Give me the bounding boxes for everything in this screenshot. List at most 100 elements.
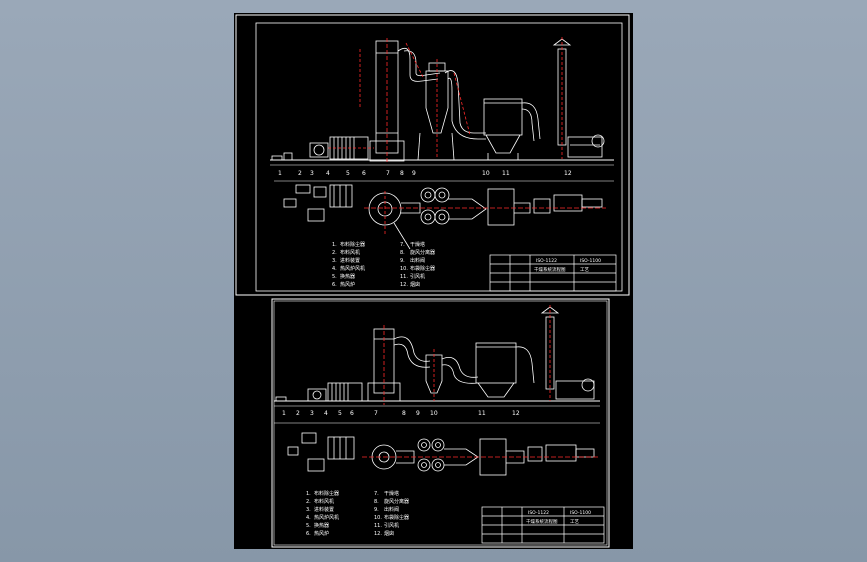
upper-frame-inner xyxy=(255,22,623,292)
callout: 2 xyxy=(296,410,300,417)
legend-num: 4. xyxy=(306,515,311,521)
legend-text: 布料除尘器 xyxy=(314,490,339,497)
title-block-code-a: ISO-1122 xyxy=(536,258,557,264)
legend-num: 6. xyxy=(306,531,311,537)
legend-num: 2. xyxy=(306,499,311,505)
lower-cyclone xyxy=(425,349,443,401)
legend-num: 4. xyxy=(332,266,337,272)
legend-num: 5. xyxy=(306,523,311,529)
legend-num: 12. xyxy=(400,282,408,288)
legend-text: 干燥塔 xyxy=(384,490,399,497)
upper-plan-view xyxy=(274,180,614,250)
legend-num: 12. xyxy=(374,531,382,537)
legend-num: 10. xyxy=(374,515,382,521)
legend-num: 11. xyxy=(374,523,382,529)
legend-text: 出料阀 xyxy=(384,506,399,513)
callout: 2 xyxy=(298,170,302,177)
callout: 7 xyxy=(374,410,378,417)
legend-text: 热风炉风机 xyxy=(314,514,339,521)
upper-baghouse xyxy=(483,98,541,160)
callout: 9 xyxy=(416,410,420,417)
legend-text: 引风机 xyxy=(384,522,399,529)
legend-num: 7. xyxy=(374,491,379,497)
legend-num: 1. xyxy=(306,491,311,497)
lower-duct-2 xyxy=(441,356,479,384)
callout: 3 xyxy=(310,410,314,417)
callout: 10 xyxy=(482,170,490,177)
drawing-upper: 1 2 3 4 5 6 7 8 9 10 11 12 xyxy=(235,14,630,296)
legend-num: 8. xyxy=(400,250,405,256)
legend-text: 烟囱 xyxy=(384,530,394,537)
callout: 7 xyxy=(386,170,390,177)
callout: 4 xyxy=(326,170,330,177)
upper-title-block: ISO-1122 ISO-1100 干燥系统流程图 工艺 xyxy=(489,254,617,292)
legend-text: 旋风分离器 xyxy=(410,249,435,256)
upper-cyclone xyxy=(417,59,455,161)
callout: 11 xyxy=(502,170,510,177)
legend-text: 进料装置 xyxy=(314,506,334,513)
legend-num: 9. xyxy=(374,507,379,513)
lower-drying-tower xyxy=(367,325,401,405)
callout: 9 xyxy=(412,170,416,177)
legend-text: 布袋除尘器 xyxy=(384,514,409,521)
title-block-unit: 工艺 xyxy=(570,519,579,525)
legend-num: 9. xyxy=(400,258,405,264)
legend-text: 换热器 xyxy=(340,273,355,280)
callout: 10 xyxy=(430,410,438,417)
legend-text: 热风炉 xyxy=(340,281,355,288)
upper-heat-exchanger xyxy=(271,136,374,161)
callout: 6 xyxy=(350,410,354,417)
legend-text: 干燥塔 xyxy=(410,241,425,248)
legend-text: 烟囱 xyxy=(410,281,420,288)
upper-callout-row: 1 2 3 4 5 6 7 8 9 10 11 12 xyxy=(278,170,572,177)
legend-num: 6. xyxy=(332,282,337,288)
callout: 4 xyxy=(324,410,328,417)
title-block-code-b: ISO-1100 xyxy=(570,510,591,516)
lower-duct-1 xyxy=(393,336,431,368)
lower-induced-fan xyxy=(555,378,595,400)
lower-title-block: ISO-1122 ISO-1100 干燥系统流程图 工艺 xyxy=(481,506,605,544)
callout: 6 xyxy=(362,170,366,177)
legend-num: 3. xyxy=(332,258,337,264)
title-block-code-a: ISO-1122 xyxy=(528,510,549,516)
callout: 12 xyxy=(512,410,520,417)
lower-plan-view xyxy=(274,422,600,476)
upper-drying-tower xyxy=(359,38,405,163)
legend-text: 热风炉风机 xyxy=(340,265,365,272)
legend-text: 热风炉 xyxy=(314,530,329,537)
callout: 8 xyxy=(400,170,404,177)
upper-duct-1 xyxy=(397,42,441,82)
legend-text: 进料装置 xyxy=(340,257,360,264)
legend-text: 布料风机 xyxy=(314,498,334,505)
lower-chimney xyxy=(540,305,560,401)
callout: 11 xyxy=(478,410,486,417)
legend-num: 11. xyxy=(400,274,408,280)
legend-text: 布料除尘器 xyxy=(340,241,365,248)
legend-text: 引风机 xyxy=(410,273,425,280)
drawing-lower: 1 2 3 4 5 6 7 8 9 10 11 12 xyxy=(271,298,610,548)
legend-num: 7. xyxy=(400,242,405,248)
callout: 1 xyxy=(278,170,282,177)
legend-text: 换热器 xyxy=(314,522,329,529)
callout: 1 xyxy=(282,410,286,417)
title-block-name: 干燥系统流程图 xyxy=(526,518,558,525)
legend-text: 布袋除尘器 xyxy=(410,265,435,272)
upper-duct-2 xyxy=(444,70,486,140)
upper-induced-fan xyxy=(567,134,605,158)
upper-chimney xyxy=(552,37,572,159)
legend-num: 1. xyxy=(332,242,337,248)
cad-drawing: 1 2 3 4 5 6 7 8 9 10 11 12 xyxy=(235,14,630,548)
legend-num: 2. xyxy=(332,250,337,256)
lower-heat-exchanger xyxy=(275,382,363,402)
legend-num: 8. xyxy=(374,499,379,505)
title-block-name: 干燥系统流程图 xyxy=(534,266,566,273)
callout: 8 xyxy=(402,410,406,417)
legend-text: 旋风分离器 xyxy=(384,498,409,505)
lower-legend: 1. 布料除尘器 2. 布料风机 3. 进料装置 4. 热风炉风机 5. 换热器… xyxy=(306,490,409,537)
callout: 12 xyxy=(564,170,572,177)
callout: 5 xyxy=(346,170,350,177)
title-block-unit: 工艺 xyxy=(580,267,589,273)
legend-num: 3. xyxy=(306,507,311,513)
legend-num: 5. xyxy=(332,274,337,280)
